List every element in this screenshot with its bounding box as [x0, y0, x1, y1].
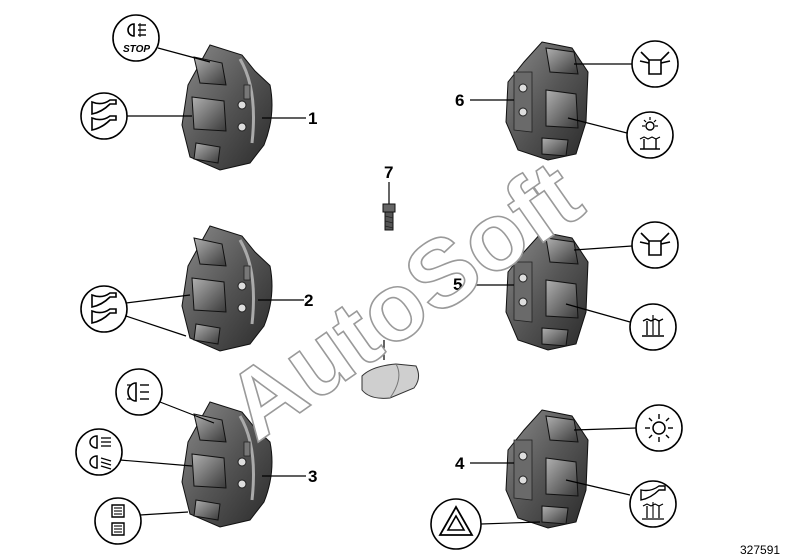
screw-part-7: 7 — [382, 163, 396, 231]
horn-parking-symbol — [629, 480, 677, 528]
callout-3: 3 — [308, 467, 317, 486]
callout-4: 4 — [455, 454, 465, 473]
hazard-warning-symbol — [430, 498, 482, 550]
callout-6: 6 — [455, 91, 464, 110]
switch-1 — [180, 43, 274, 172]
stop-label: STOP — [123, 44, 150, 55]
turn-signal-symbol-5 — [631, 221, 679, 269]
light-symbol — [635, 404, 683, 452]
fog-light-stop-symbol: STOP — [112, 14, 160, 62]
switch-6 — [505, 41, 589, 161]
switch-2 — [180, 224, 274, 353]
parking-symbol-5 — [629, 303, 677, 351]
switch-4 — [505, 409, 589, 529]
sleeve-part-8: 8 — [361, 320, 420, 399]
callout-5: 5 — [453, 275, 462, 294]
reference-number: 327591 — [740, 543, 780, 557]
callout-8: 8 — [378, 320, 387, 339]
callout-7: 7 — [384, 163, 393, 182]
parking-light-symbol — [626, 111, 674, 159]
fog-light-symbol — [115, 368, 163, 416]
callout-1: 1 — [308, 109, 317, 128]
horn-symbol-2 — [80, 285, 128, 333]
turn-signal-symbol — [631, 40, 679, 88]
horn-symbol — [80, 92, 128, 140]
callout-2: 2 — [304, 291, 313, 310]
headlight-flash-symbol — [94, 497, 142, 545]
high-low-beam-symbol — [75, 428, 123, 476]
